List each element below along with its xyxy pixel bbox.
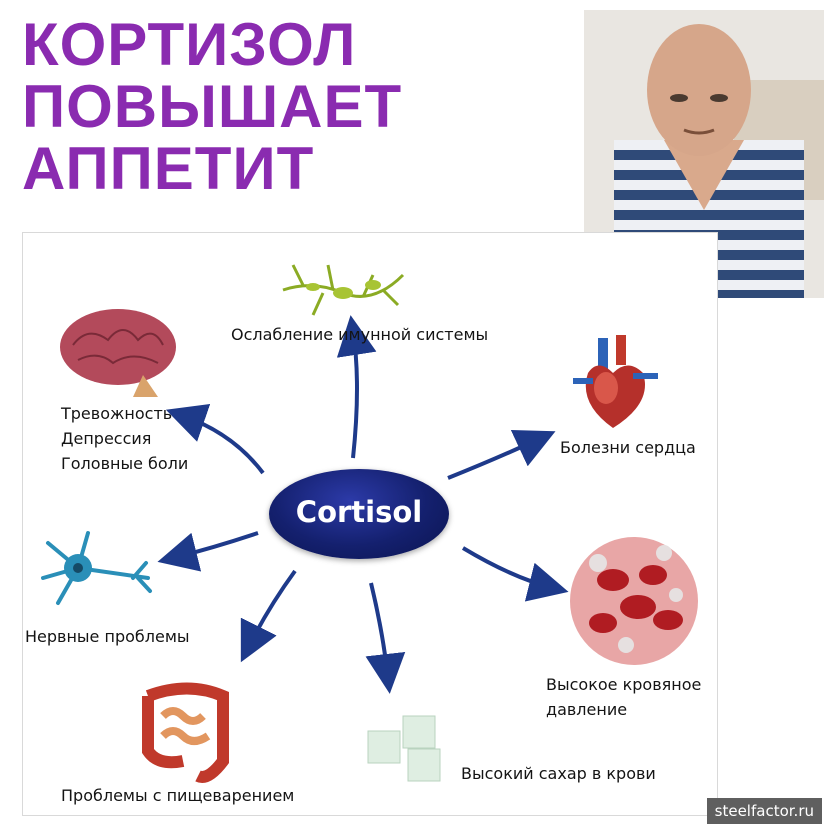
- heart-icon: [573, 335, 658, 428]
- sugar-cubes-icon: [367, 715, 441, 782]
- arrow-to-sugar: [365, 582, 406, 694]
- blood-cells-icon: [570, 537, 698, 665]
- label-depression: Депрессия: [61, 429, 152, 448]
- label-pressure-line2: давление: [546, 700, 628, 719]
- label-immune: Ослабление имунной системы: [231, 325, 489, 344]
- cortisol-label: Cortisol: [295, 495, 423, 529]
- arrow-to-heart: [447, 429, 556, 480]
- label-sugar: Высокий сахар в крови: [461, 764, 656, 783]
- label-anxiety: Тревожность: [61, 404, 173, 423]
- label-mental: Тревожность Депрессия Головные боли: [61, 401, 188, 476]
- cortisol-node: [269, 469, 449, 559]
- headline-line-3: АППЕТИТ: [22, 135, 315, 202]
- label-headaches: Головные боли: [61, 454, 189, 473]
- brain-icon: [60, 309, 176, 397]
- label-heart: Болезни сердца: [560, 438, 696, 457]
- arrow-to-immune: [336, 315, 377, 459]
- arrow-to-pressure: [461, 546, 569, 602]
- arrow-to-mental: [165, 403, 265, 475]
- site-watermark: steelfactor.ru: [706, 798, 822, 824]
- arrow-to-nerves: [157, 531, 259, 572]
- immune-cells-icon: [282, 264, 405, 316]
- intestine-icon: [142, 682, 229, 783]
- page-headline: КОРТИЗОЛ ПОВЫШАЕТ АППЕТИТ: [22, 14, 402, 200]
- author-photo: [584, 10, 824, 298]
- label-pressure-line1: Высокое кровяное: [546, 675, 702, 694]
- label-pressure: Высокое кровяное давление: [546, 672, 701, 722]
- cortisol-diagram: Cortisol Ослабление имунной системы Трев…: [22, 232, 718, 816]
- headline-line-1: КОРТИЗОЛ: [22, 11, 357, 78]
- label-nerves: Нервные проблемы: [25, 627, 190, 646]
- label-digestion: Проблемы с пищеварением: [61, 786, 295, 805]
- neuron-icon: [41, 531, 152, 605]
- headline-line-2: ПОВЫШАЕТ: [22, 73, 403, 140]
- arrows-layer: [157, 315, 569, 694]
- arrow-to-digestion: [240, 569, 297, 663]
